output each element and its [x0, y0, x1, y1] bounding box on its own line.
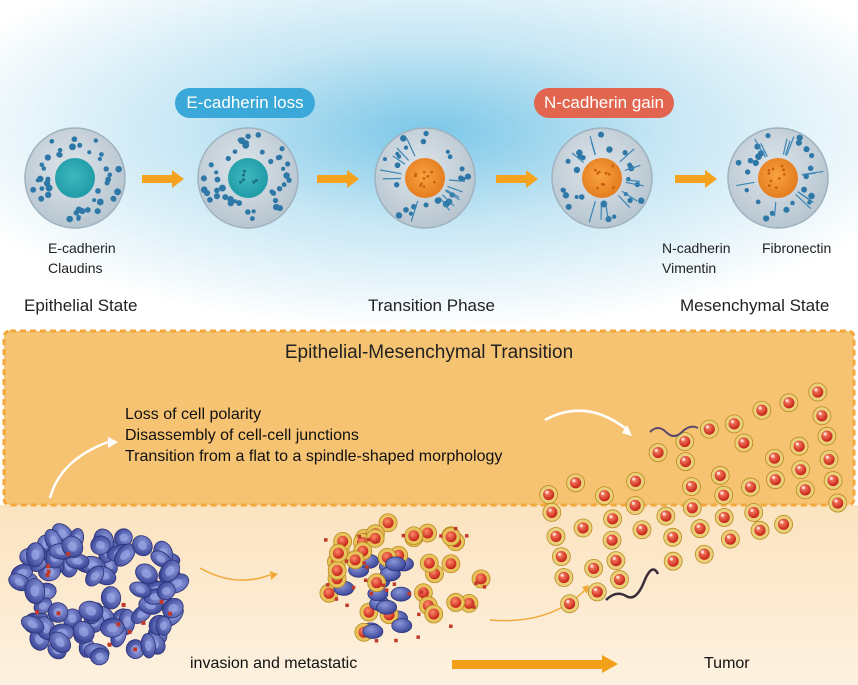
epithelial-cluster [8, 523, 190, 666]
spindle-cell-1 [649, 425, 699, 437]
arrow-4 [675, 170, 717, 188]
curved-arrow-right [544, 409, 626, 430]
arrow-2 [317, 170, 359, 188]
feature-item: Loss of cell polarity [125, 406, 262, 423]
curved-arrow-left [48, 440, 109, 499]
marker-claudins: Claudins [48, 260, 103, 276]
cell-stage-1 [24, 127, 126, 229]
tumor-label: Tumor [704, 655, 750, 672]
progression-arrow [452, 655, 618, 673]
arrow-3 [496, 170, 538, 188]
mixed-cluster [319, 513, 491, 643]
arrow-1 [142, 170, 184, 188]
invasion-label: invasion and metastatic [190, 655, 358, 672]
emt-band [2, 329, 856, 507]
marker-vimentin: Vimentin [662, 260, 717, 276]
marker-fibronectin: Fibronectin [762, 240, 832, 256]
state-transition: Transition Phase [368, 296, 495, 315]
cell-stage-3 [374, 127, 476, 229]
feature-item: Disassembly of cell-cell junctions [125, 427, 359, 444]
emt-title: Epithelial-Mesenchymal Transition [284, 342, 574, 363]
cell-stage-5 [727, 127, 829, 229]
marker-ncadherin: N-cadherin [662, 240, 731, 256]
state-mesenchymal: Mesenchymal State [680, 296, 830, 315]
spindle-cell-2 [605, 568, 660, 601]
cell-stage-2 [197, 127, 299, 229]
state-epithelial: Epithelial State [24, 296, 138, 315]
cell-stage-4 [551, 127, 653, 229]
thin-arrow-left [199, 567, 271, 581]
thin-arrow-right [489, 589, 586, 622]
marker-ecadherin: E-cadherin [48, 240, 116, 256]
tumor-cluster [539, 382, 848, 614]
feature-item: Transition from a flat to a spindle-shap… [125, 448, 503, 465]
ncadherin-gain-badge: N-cadherin gain [534, 88, 674, 118]
ecadherin-loss-badge: E-cadherin loss [175, 88, 315, 118]
emt-feature-list: Loss of cell polarity Disassembly of cel… [125, 404, 502, 467]
